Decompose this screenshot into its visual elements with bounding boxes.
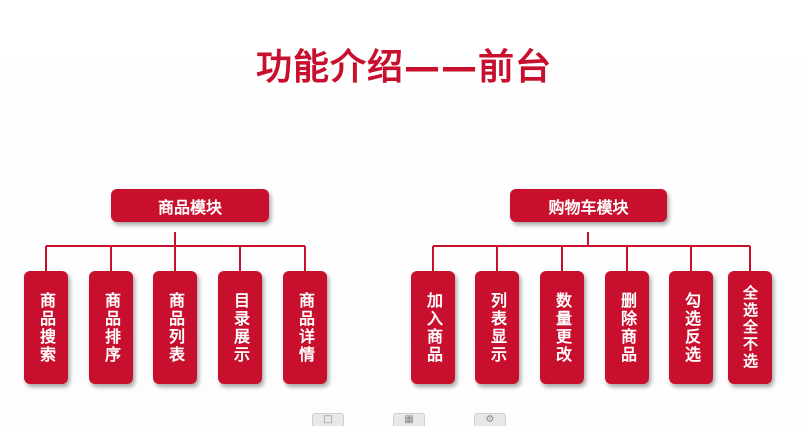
list-display-box: 列表显示: [475, 271, 519, 384]
cart-module-box: 购物车模块: [510, 189, 667, 222]
settings-icon[interactable]: ⚙: [474, 413, 506, 426]
catalog-display-box: 目录展示: [218, 271, 262, 384]
delete-product-box: 删除商品: [605, 271, 649, 384]
grid-view-icon[interactable]: ▦: [393, 413, 425, 426]
page-title: 功能介绍——前台: [255, 47, 552, 88]
product-list-box: 商品列表: [153, 271, 197, 384]
quantity-change-box: 数量更改: [540, 271, 584, 384]
product-module-box: 商品模块: [111, 189, 269, 222]
add-product-box: 加入商品: [411, 271, 455, 384]
check-invert-box: 勾选反选: [669, 271, 713, 384]
product-detail-box: 商品详情: [283, 271, 327, 384]
product-search-box: 商品搜索: [24, 271, 68, 384]
product-sort-box: 商品排序: [89, 271, 133, 384]
slide-view-icon[interactable]: □: [312, 413, 344, 426]
select-all-none-box: 全选全不选: [728, 271, 772, 384]
